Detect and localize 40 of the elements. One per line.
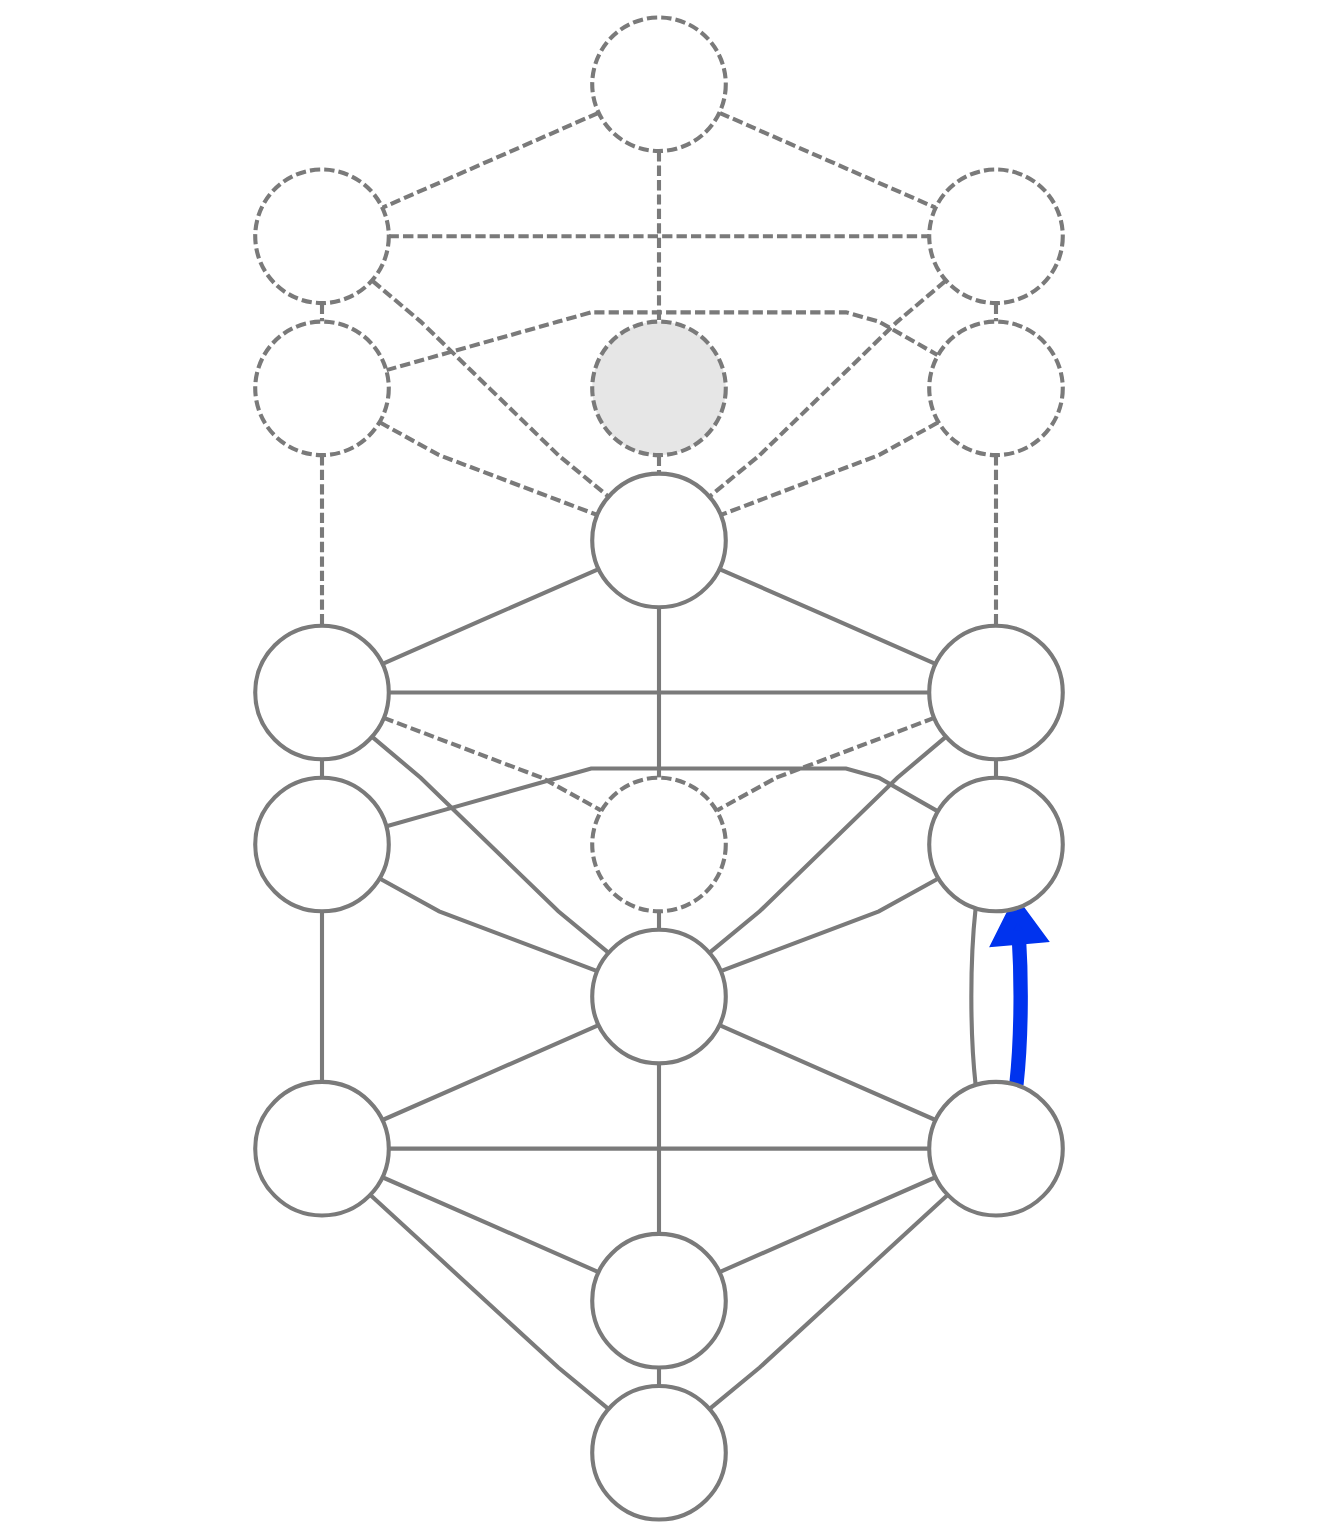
- node-circle: [252, 319, 391, 457]
- connector: [708, 278, 947, 498]
- connector: [385, 309, 938, 372]
- node-circle: [926, 166, 1065, 305]
- connector: [370, 278, 609, 498]
- connector: [370, 735, 609, 954]
- connector: [656, 455, 661, 473]
- node-circle: [589, 927, 728, 1065]
- connector: [319, 455, 324, 625]
- node-circle: [589, 1231, 728, 1370]
- connector: [993, 455, 998, 625]
- connector: [993, 303, 998, 321]
- connector: [381, 1175, 599, 1274]
- node-circle: [589, 1383, 728, 1522]
- node-circle: [589, 319, 728, 457]
- node-circle: [589, 471, 728, 609]
- connector: [708, 1193, 949, 1410]
- connector: [656, 607, 661, 777]
- connector: [319, 303, 324, 321]
- connector: [385, 765, 938, 828]
- node-circle: [926, 775, 1065, 913]
- connector: [715, 715, 935, 812]
- node-circle: [252, 623, 391, 761]
- connector: [718, 110, 936, 210]
- connector: [708, 735, 947, 954]
- node-circle: [252, 166, 391, 305]
- connector: [968, 908, 978, 1085]
- connector: [718, 1023, 936, 1122]
- node-circle: [926, 623, 1065, 761]
- node-circle: [589, 14, 728, 153]
- node-circle: [252, 1079, 391, 1217]
- node-circle: [589, 775, 728, 913]
- connector: [381, 110, 599, 210]
- node-circle: [926, 1079, 1065, 1217]
- node-circle: [926, 319, 1065, 457]
- connector: [381, 566, 599, 666]
- connector: [718, 566, 936, 666]
- connector: [381, 1023, 599, 1122]
- connector: [368, 1193, 609, 1410]
- node-circle: [252, 775, 391, 913]
